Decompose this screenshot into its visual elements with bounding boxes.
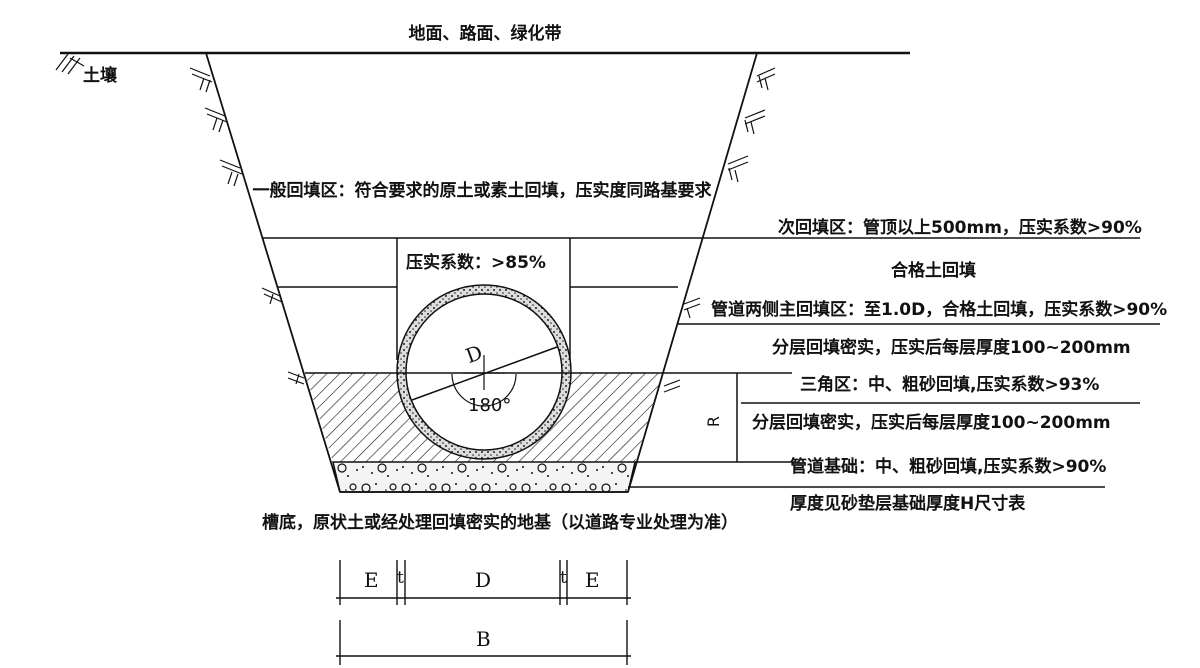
gravel-bedding bbox=[332, 461, 636, 493]
qualified-soil-label: 合格土回填 bbox=[891, 261, 976, 281]
dim-t-left: t bbox=[397, 568, 404, 588]
angle-arc bbox=[451, 373, 517, 407]
foundation-thickness-label: 厚度见砂垫层基础厚度H尺寸表 bbox=[790, 494, 1026, 514]
layered-fill-label-2: 分层回填密实，压实后每层厚度100~200mm bbox=[752, 413, 1111, 433]
pipe-foundation-label: 管道基础：中、粗砂回填,压实系数>90% bbox=[790, 457, 1107, 477]
dim-e-right: E bbox=[585, 568, 600, 592]
layered-fill-label-1: 分层回填密实，压实后每层厚度100~200mm bbox=[772, 338, 1131, 358]
general-backfill-label: 一般回填区：符合要求的原土或素土回填，压实度同路基要求 bbox=[252, 181, 712, 201]
dim-t-right: t bbox=[560, 568, 567, 588]
secondary-backfill-label: 次回填区：管顶以上500mm，压实系数>90% bbox=[778, 218, 1142, 238]
above-pipe-compaction-label: 压实系数：>85% bbox=[406, 253, 546, 273]
soil-label: 土壤 bbox=[83, 66, 117, 86]
trench-wall-left bbox=[205, 52, 341, 493]
trench-bottom-label: 槽底，原状土或经处理回填密实的地基（以道路专业处理为准） bbox=[262, 513, 738, 533]
dim-b: B bbox=[476, 627, 491, 651]
soil-hatch-marks bbox=[55, 53, 776, 393]
r-label: R bbox=[704, 415, 724, 428]
triangle-zone-label: 三角区：中、粗砂回填,压实系数>93% bbox=[800, 375, 1100, 395]
surface-label: 地面、路面、绿化带 bbox=[408, 24, 562, 44]
dim-e-left: E bbox=[364, 568, 379, 592]
angle-label: 180° bbox=[468, 395, 512, 416]
main-backfill-label: 管道两侧主回填区：至1.0D，合格土回填，压实系数>90% bbox=[711, 300, 1168, 320]
dimension-lines bbox=[336, 560, 631, 665]
trench-wall-right bbox=[627, 52, 758, 493]
dim-d: D bbox=[475, 568, 492, 592]
